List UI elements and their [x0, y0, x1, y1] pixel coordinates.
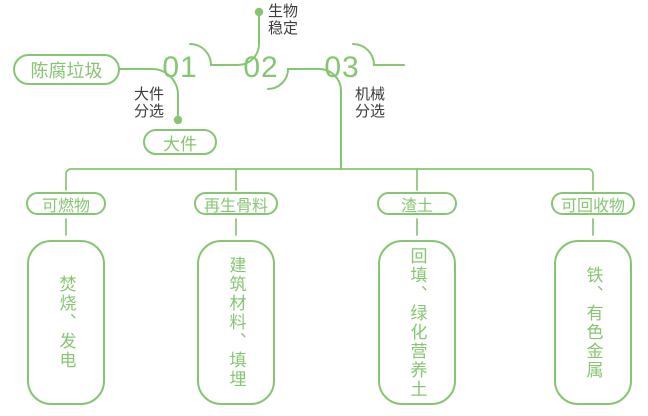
result-text-incineration: 焚烧、发电	[56, 275, 76, 370]
flow-line-01-to-02	[189, 15, 260, 66]
large-item-endpoint-dot	[173, 115, 183, 125]
flow-line-02-to-03	[267, 68, 342, 170]
output-pill-large-item: 大件	[143, 129, 217, 155]
result-text-metals: 铁、有色金属	[583, 265, 603, 380]
result-box-incineration: 焚烧、发电	[27, 240, 105, 405]
flow-line-03-exit	[352, 43, 405, 66]
result-text-building-materials: 建筑材料、填埋	[226, 256, 246, 389]
step-number-03: 03	[324, 51, 360, 84]
step-number-02: 02	[243, 51, 279, 84]
flow-line-source-to-01	[119, 68, 179, 117]
category-label-recyclables: 可回收物	[560, 197, 625, 215]
result-box-metals: 铁、有色金属	[554, 240, 632, 405]
category-pill-recyclables: 可回收物	[551, 192, 635, 215]
source-node-pill: 陈腐垃圾	[13, 54, 120, 85]
result-text-backfill: 回填、绿化营养土	[407, 246, 427, 399]
step-label-bulky-sorting: 大件 分选	[134, 86, 165, 120]
step-label-mechanical-sorting: 机械 分选	[355, 86, 386, 120]
bio-stabilize-endpoint-dot	[254, 7, 264, 17]
step-number-01: 01	[162, 51, 198, 84]
result-box-building-materials: 建筑材料、填埋	[197, 240, 275, 405]
category-pill-recycled-aggregate: 再生骨料	[194, 192, 278, 215]
category-label-recycled-aggregate: 再生骨料	[203, 197, 268, 215]
step-label-bio-stabilization: 生物 稳定	[268, 3, 299, 37]
result-box-backfill: 回填、绿化营养土	[378, 240, 456, 405]
category-label-slag-soil: 渣土	[400, 197, 433, 215]
source-node-label: 陈腐垃圾	[30, 60, 103, 81]
category-pill-combustibles: 可燃物	[26, 192, 106, 215]
output-pill-large-item-label: 大件	[163, 134, 197, 154]
distribution-rail	[65, 168, 594, 191]
category-label-combustibles: 可燃物	[41, 197, 90, 215]
category-pill-slag-soil: 渣土	[377, 192, 457, 215]
